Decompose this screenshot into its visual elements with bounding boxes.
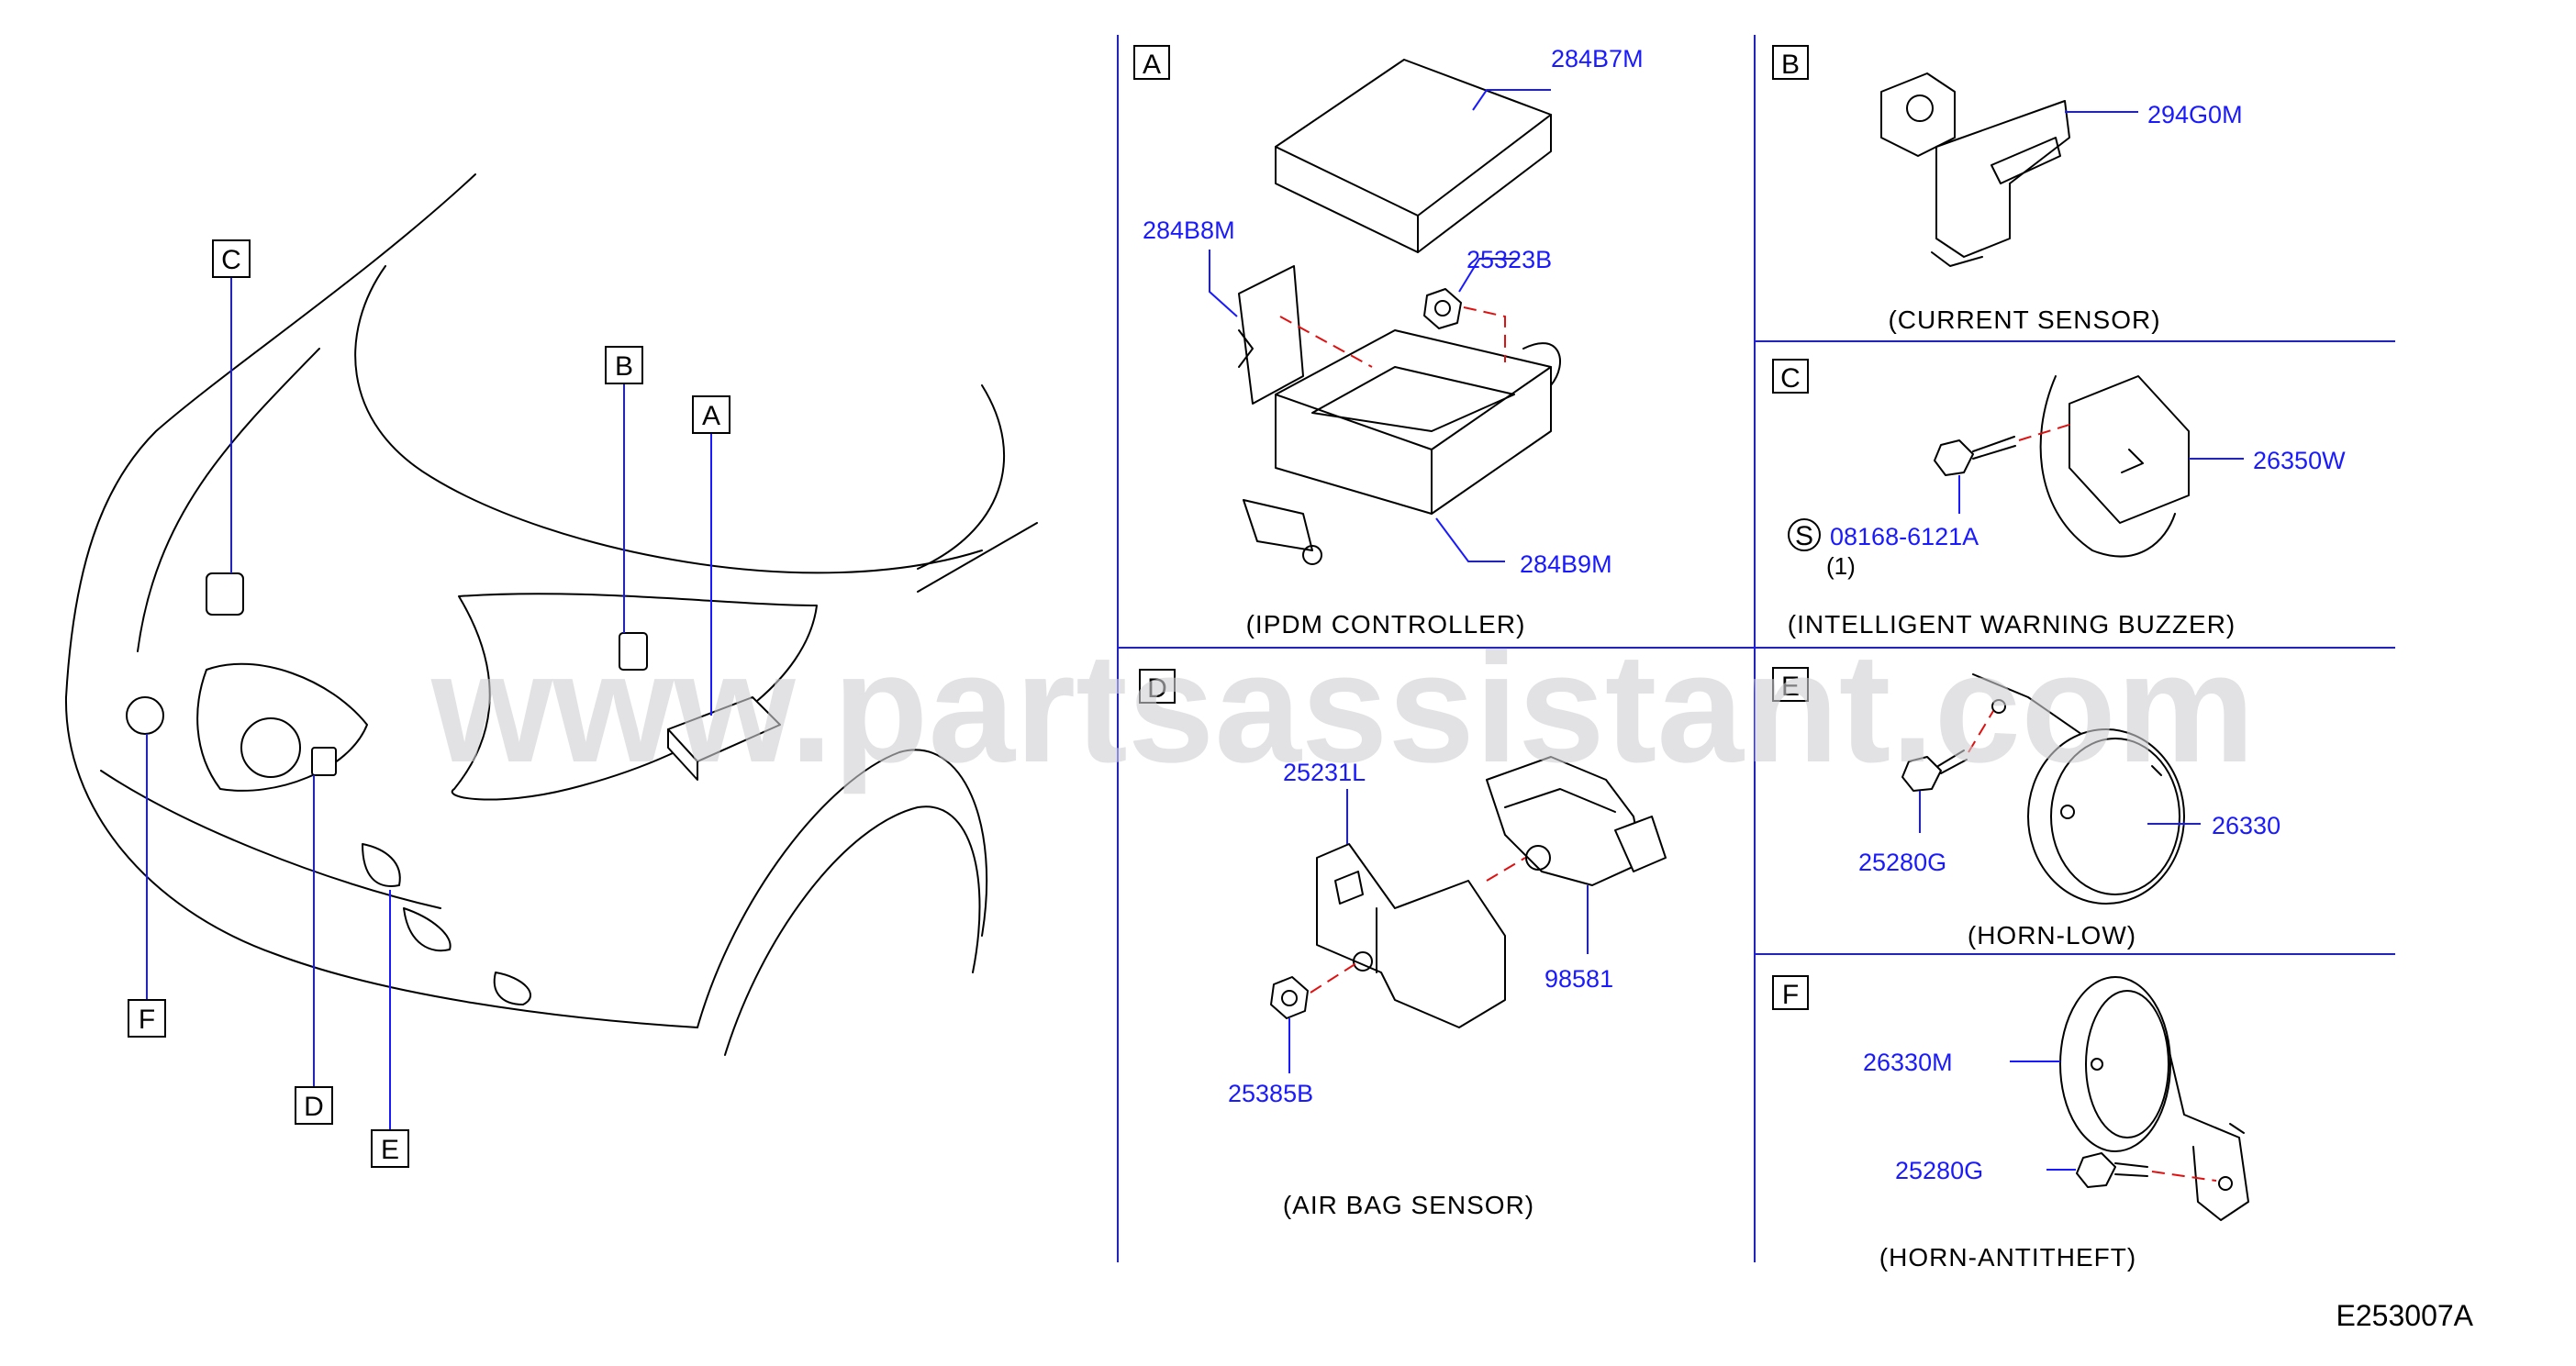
overview-marker-a[interactable]: A [692,395,730,434]
watermark: www.partsassistant.com [430,621,2255,795]
part-label-26330m: 26330M [1863,1049,1953,1076]
quantity-label: (1) [1826,552,1856,580]
part-label-25280g-e: 25280G [1858,849,1946,876]
overview-marker-e[interactable]: E [371,1129,409,1168]
part-label-98581: 98581 [1544,965,1613,993]
panel-a: A 284B7M 284B8M 25323B 284B9M (IPDM CONT… [1133,45,1644,639]
panel-grid [1117,35,2395,1262]
car-overview-drawing [64,173,1038,1056]
panel-b-letter: B [1781,50,1800,80]
symbol-s-circle [1788,518,1821,551]
panel-f: F 26330M 25280G (HORN-ANTITHEFT) [1772,975,2249,1272]
panel-c-letter: C [1780,363,1801,394]
overview-marker-c[interactable]: C [212,239,251,278]
panel-a-caption: (IPDM CONTROLLER) [1246,610,1526,639]
part-label-284b8m: 284B8M [1143,217,1235,244]
svg-text:C: C [221,245,241,275]
svg-text:E: E [381,1135,399,1165]
panel-a-letter: A [1143,50,1161,80]
part-label-294g0m: 294G0M [2147,101,2243,128]
svg-text:D: D [304,1092,324,1122]
part-label-25323b: 25323B [1466,246,1552,273]
panel-f-caption: (HORN-ANTITHEFT) [1879,1243,2136,1272]
overview-marker-f[interactable]: F [128,999,166,1038]
panel-b: B 294G0M (CURRENT SENSOR) [1772,45,2243,334]
panel-d-letter: D [1147,673,1167,704]
part-label-26350w: 26350W [2253,447,2346,474]
symbol-s: S [1795,521,1813,551]
panel-c: C S 26350W 08168-6121A (1) (INTELLIGENT … [1772,359,2346,639]
overview-marker-d[interactable]: D [295,1086,333,1125]
part-label-25280g-f: 25280G [1895,1157,1983,1184]
svg-text:F: F [139,1005,155,1035]
overview-marker-b[interactable]: B [605,346,643,384]
part-label-08168-6121a: 08168-6121A [1830,523,1979,550]
panel-b-caption: (CURRENT SENSOR) [1888,305,2160,334]
svg-text:A: A [702,401,720,431]
part-label-25385b: 25385B [1228,1080,1313,1107]
panel-d: D 25231L 98581 25385B (AIR BAG SENSOR) [1139,669,1667,1219]
panel-c-caption: (INTELLIGENT WARNING BUZZER) [1788,610,2236,639]
overview-leaders [146,277,712,1130]
panel-e-letter: E [1781,672,1800,702]
part-label-284b7m: 284B7M [1551,45,1644,72]
part-label-26330: 26330 [2212,812,2280,839]
part-label-25231l: 25231L [1283,759,1366,786]
svg-text:B: B [615,351,633,382]
diagram-code: E253007A [2336,1299,2474,1332]
panel-e: E 25280G 26330 (HORN-LOW) [1772,667,2280,950]
part-label-284b9m: 284B9M [1520,550,1612,578]
panel-f-letter: F [1782,980,1799,1010]
panel-d-caption: (AIR BAG SENSOR) [1283,1191,1534,1219]
panel-e-caption: (HORN-LOW) [1968,921,2136,950]
